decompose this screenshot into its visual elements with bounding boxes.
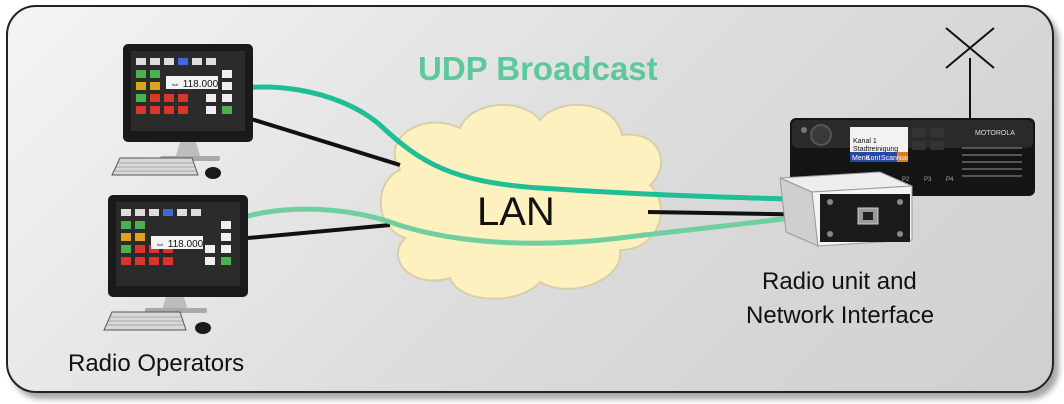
svg-text:Kont: Kont [866,155,880,162]
svg-text:P3: P3 [924,177,932,183]
broadcast-link-1 [199,84,831,203]
svg-text:Scan: Scan [881,155,897,162]
frequency-text-1: ⇔ 118.000 [170,79,219,90]
svg-text:MOTOROLA: MOTOROLA [975,130,1015,137]
svg-text:Notr: Notr [897,156,908,162]
operators-label: Radio Operators [68,350,245,377]
broadcast-link-2 [198,206,831,246]
radio-unit: Kanal 1 Stadtreinigung Menü Kont Scan No… [790,118,1035,196]
frequency-display-1 [166,76,218,89]
network-interface-box [779,171,913,247]
cable-operator-1 [247,116,401,167]
svg-text:P4: P4 [946,177,954,183]
radio-label-line2: Network Interface [746,302,935,329]
radio-label-line1: Radio unit and [762,268,917,295]
operator-workstation-1: ⇔ 118.000 [111,44,253,179]
cable-operator-2 [247,223,391,240]
diagram-title: UDP Broadcast [418,50,658,87]
console-buttons-1 [136,58,232,114]
volume-knob-icon [810,124,832,146]
mouse-1 [205,167,221,179]
mouse-2 [195,322,211,334]
broadcast-links [198,84,831,246]
svg-text:Kanal 1: Kanal 1 [853,138,877,145]
svg-text:P2: P2 [902,177,910,183]
frequency-text-2: ⇔ 118.000 [155,239,204,250]
frequency-display-2 [151,236,203,249]
keyboard-1 [111,157,199,176]
svg-text:Stadtreinigung: Stadtreinigung [853,146,898,153]
operator-workstation-2: ⇔ 118.000 [103,195,248,334]
antenna [945,27,995,118]
svg-text:Menü: Menü [852,155,870,162]
lan-label: LAN [477,190,555,234]
lan-cloud [379,103,662,300]
